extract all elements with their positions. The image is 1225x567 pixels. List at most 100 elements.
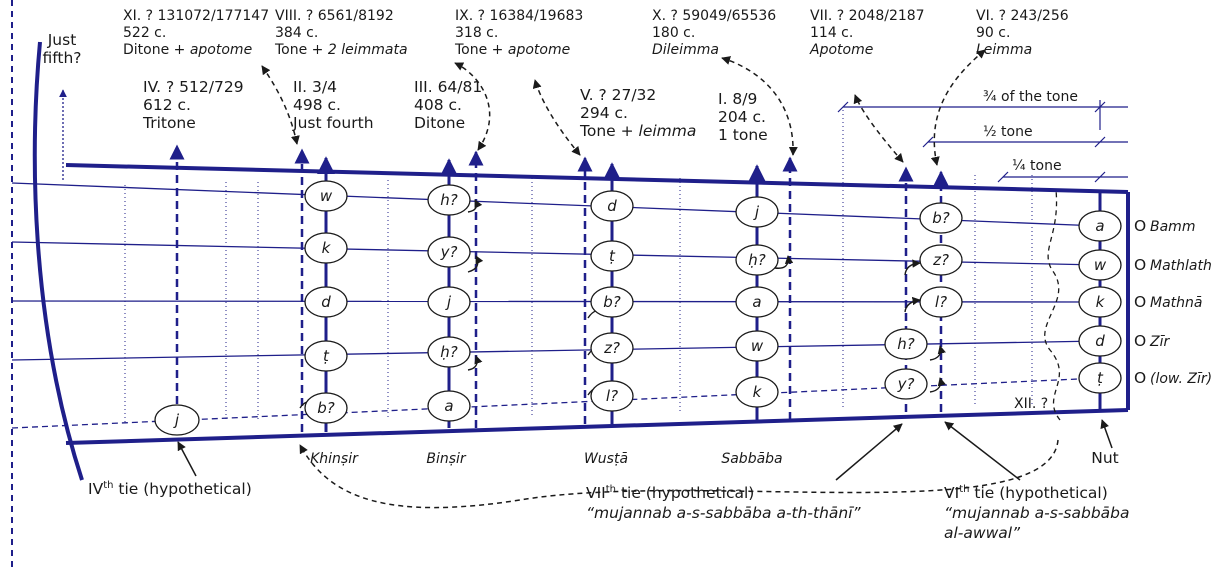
tie-caption-title: IVth tie (hypothetical) <box>88 480 252 498</box>
fret-label-line: Tritone <box>142 114 196 132</box>
fret-label-line: 90 c. <box>976 25 1010 41</box>
note-label: h? <box>440 191 458 209</box>
note-node-fret-vii: h? <box>884 328 928 360</box>
note-node-fret-vi: b? <box>919 202 963 234</box>
note-ellipse <box>1078 210 1122 242</box>
fret-label-interval: Dileimma <box>652 42 719 58</box>
note-ellipse <box>1078 362 1122 394</box>
fret-name-label: Sabbāba <box>721 451 782 467</box>
fret-label-line: Just fourth <box>292 114 374 132</box>
note-ellipse <box>735 196 779 228</box>
string-circle-icon: O <box>1134 293 1146 311</box>
note-label: j <box>173 411 180 429</box>
note-label: b? <box>317 399 335 417</box>
fret-label-line: I. 8/9 <box>718 90 757 108</box>
string-circle-icon: O <box>1134 217 1146 235</box>
interval-plain: Tone + <box>454 42 508 58</box>
tie-rest: tie (hypothetical) <box>969 484 1107 502</box>
note-ellipse <box>1078 249 1122 281</box>
note-ellipse <box>154 404 200 436</box>
nut-label: Nut <box>1091 449 1119 467</box>
fret-label-line: 294 c. <box>580 104 628 122</box>
note-label: h? <box>897 335 915 353</box>
just-fifth-label: fifth? <box>42 49 81 67</box>
note-label: k <box>322 239 332 257</box>
note-node-khinsir: b? <box>304 392 348 424</box>
note-label: y? <box>897 375 915 393</box>
interval-italic: apotome <box>508 42 570 58</box>
string-circle-icon: O <box>1134 332 1146 350</box>
fret-label-line: 498 c. <box>293 96 341 114</box>
note-label: w <box>751 337 764 355</box>
note-ellipse <box>304 232 348 264</box>
note-node-wusta: l? <box>590 380 634 412</box>
tie-rest: tie (hypothetical) <box>113 480 251 498</box>
string-name-label: Zīr <box>1149 334 1170 350</box>
tie-number: IV <box>88 480 104 498</box>
note-ellipse <box>919 202 963 234</box>
dashed-frets <box>169 144 949 432</box>
fret-label-line: XI. ? 131072/177147 <box>123 8 269 24</box>
note-ellipse <box>590 332 634 364</box>
string-circle-icon: O <box>1134 256 1146 274</box>
note-node-binsir: y? <box>427 236 471 268</box>
fret-label-line: 180 c. <box>652 25 695 41</box>
tie-number: VII <box>586 484 606 502</box>
note-label: a <box>1095 217 1104 235</box>
note-ellipse <box>919 286 963 318</box>
fret-label-line: VIII. ? 6561/8192 <box>275 8 394 24</box>
note-label: ṭ <box>609 247 616 265</box>
note-node-wusta: b? <box>590 286 634 318</box>
fret-label-line: 612 c. <box>143 96 191 114</box>
tone-fraction-label: ¾ of the tone <box>983 89 1078 105</box>
note-ellipse <box>427 236 471 268</box>
fret-label-line: IV. ? 512/729 <box>143 78 244 96</box>
string-name-label: (low. Zīr) <box>1150 371 1212 387</box>
interval-curved-arrows <box>261 49 1059 509</box>
note-node-nut: w <box>1078 249 1122 281</box>
interval-plain: Tone + <box>579 122 639 140</box>
fret-label-line: 114 c. <box>810 25 853 41</box>
note-ellipse <box>427 336 471 368</box>
tie-ordinal: th <box>959 484 969 495</box>
fret-label-line: VI. ? 243/256 <box>976 8 1069 24</box>
note-label: ṭ <box>1097 369 1104 387</box>
string-name-label: Bamm <box>1150 219 1195 235</box>
note-ellipse <box>1078 325 1122 357</box>
fret-label-line: VII. ? 2048/2187 <box>810 8 925 24</box>
note-node-binsir: a <box>427 390 471 422</box>
fret-label-interval: Leimma <box>976 42 1032 58</box>
neck-top-edge <box>65 163 1129 194</box>
note-ellipse <box>304 392 348 424</box>
note-label: l? <box>935 293 947 311</box>
tie-caption-title: VIIth tie (hypothetical) <box>586 484 754 502</box>
tie-ordinal: th <box>606 484 616 495</box>
note-label: w <box>1094 256 1107 274</box>
tie-number: VI <box>944 484 959 502</box>
tone-fraction-label: ¼ tone <box>1012 158 1062 174</box>
note-node-sabbaba: j <box>735 196 779 228</box>
note-label: ḥ? <box>440 343 458 361</box>
tone-fraction-measures <box>837 100 1128 183</box>
fret-label-interval: Tone + leimma <box>579 122 696 140</box>
note-ellipse <box>919 244 963 276</box>
note-node-wusta: d <box>590 190 634 222</box>
fret-label-line: 204 c. <box>718 108 766 126</box>
note-ellipse <box>304 180 348 212</box>
xii-wavy-line <box>1044 189 1061 421</box>
note-label: k <box>753 383 763 401</box>
note-node-sabbaba: a <box>735 286 779 318</box>
note-ellipse <box>304 340 348 372</box>
note-ellipse <box>590 190 634 222</box>
note-node-binsir: h? <box>427 184 471 216</box>
fret-label-line: II. 3/4 <box>293 78 337 96</box>
fret-label-line: 318 c. <box>455 25 498 41</box>
tone-fraction-label: ½ tone <box>983 124 1033 140</box>
